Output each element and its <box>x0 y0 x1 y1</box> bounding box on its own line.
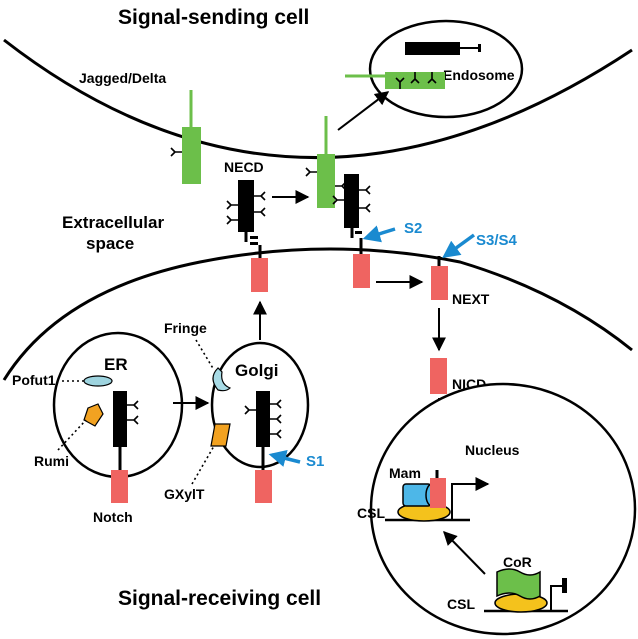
jagged-delta-label: Jagged/Delta <box>79 70 166 86</box>
repressor-complex <box>484 568 568 613</box>
s1-label: S1 <box>306 453 324 470</box>
next-fragment <box>431 256 448 300</box>
s3s4-label: S3/S4 <box>476 232 518 249</box>
notch-in-er <box>111 391 139 503</box>
s2-label: S2 <box>404 220 422 237</box>
cor <box>496 568 541 600</box>
extracellular-space-label-line1: Extracellular <box>62 213 164 232</box>
mam-label: Mam <box>389 465 421 481</box>
endocytosis-arrow <box>337 91 390 131</box>
jagged-delta-ligand <box>170 90 201 184</box>
rumi-label: Rumi <box>34 453 69 469</box>
extracellular-space-label-line2: space <box>86 234 134 253</box>
csl-active-label: CSL <box>357 505 385 521</box>
rumi-leader <box>57 419 87 451</box>
rumi-enzyme <box>83 403 104 427</box>
signal-sending-cell-title: Signal-sending cell <box>118 6 309 29</box>
golgi-label: Golgi <box>235 361 278 380</box>
pofut1-label: Pofut1 <box>12 372 56 388</box>
gxylt-enzyme <box>210 423 231 447</box>
activation-complex <box>385 470 490 522</box>
gxylt-leader <box>191 445 215 485</box>
fringe-leader <box>195 339 215 371</box>
s2-cleavage-arrow <box>362 225 396 243</box>
notch-label: Notch <box>93 509 133 525</box>
fringe-label: Fringe <box>164 320 207 336</box>
csl-repressed-label: CSL <box>447 596 475 612</box>
sending-cell-membrane <box>3 38 633 160</box>
endosome-label: Endosome <box>443 67 515 83</box>
receiving-cell-membrane <box>2 247 633 381</box>
transcription-on-arrow <box>451 477 490 520</box>
pofut1-enzyme <box>83 375 113 387</box>
nicd-fragment <box>430 358 447 394</box>
signal-receiving-cell-title: Signal-receiving cell <box>118 587 321 610</box>
endosome-ligand <box>345 71 445 90</box>
notch-in-golgi <box>244 391 282 503</box>
nucleus-label: Nucleus <box>465 442 520 458</box>
cor-label: CoR <box>503 554 532 570</box>
nicd-in-complex <box>430 478 446 508</box>
nucleus <box>369 382 637 636</box>
derepression-arrow <box>443 530 486 575</box>
notch-receptor-unbound <box>226 180 268 292</box>
transcription-off-symbol <box>550 585 562 611</box>
necd-label: NECD <box>224 159 264 175</box>
er-label: ER <box>104 355 128 374</box>
s3s4-cleavage-arrow <box>442 233 476 259</box>
gxylt-label: GXylT <box>164 486 205 502</box>
next-label: NEXT <box>452 291 490 307</box>
bound-ligand <box>305 116 347 208</box>
s1-cleavage-arrow <box>268 449 301 467</box>
notch-receptor-bound <box>332 174 371 288</box>
fringe-enzyme <box>212 367 232 392</box>
endosome-necd <box>405 41 481 56</box>
